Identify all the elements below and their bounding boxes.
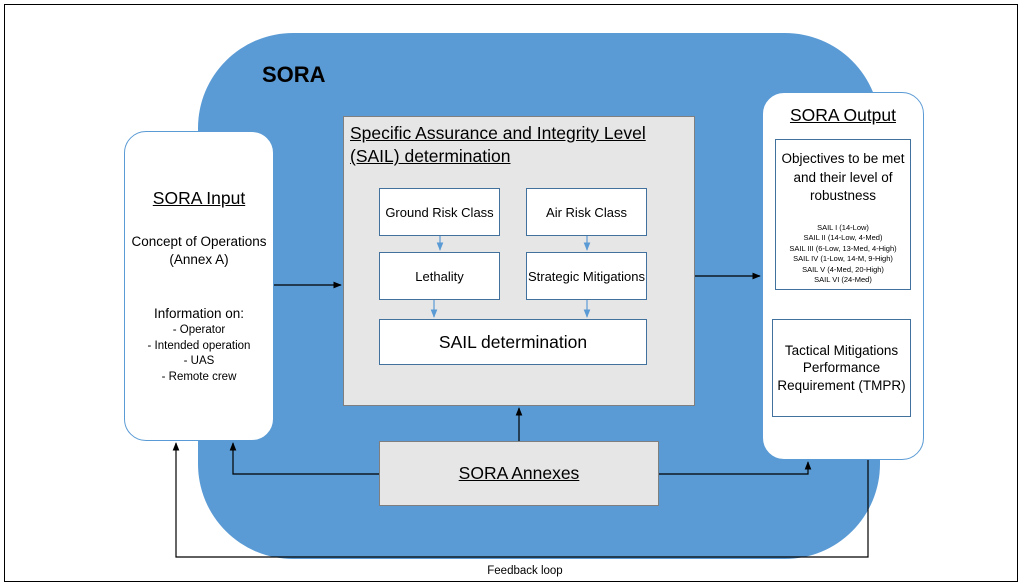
sail-level-4: SAIL IV (1-Low, 14-M, 9-High): [793, 254, 893, 264]
arrow-annexes-to-output: [659, 461, 812, 475]
sora-input-title: SORA Input: [152, 188, 246, 208]
sail-determination-box: SAIL determination: [379, 319, 647, 365]
arrow-annexes-to-input: [229, 442, 379, 475]
sail-level-3: SAIL III (6-Low, 13-Med, 4-High): [789, 243, 897, 253]
sora-title: SORA: [262, 62, 326, 87]
sail-level-6: SAIL VI (24-Med): [814, 275, 872, 285]
lethality-box: Lethality: [379, 252, 500, 300]
sail-level-1: SAIL I (14-Low): [817, 223, 869, 232]
sora-input-panel: [124, 131, 274, 441]
air-risk-class-box: Air Risk Class: [526, 188, 647, 236]
sail-panel-title: Specific Assurance and Integrity Level (…: [350, 123, 646, 166]
figure-frame: [4, 4, 1018, 582]
information-label: Information on:: [153, 306, 245, 321]
ground-risk-class-box: Ground Risk Class: [379, 188, 500, 236]
information-item-intended-operation: - Intended operation: [147, 339, 251, 352]
sail-level-2: SAIL II (14-Low, 4-Med): [803, 233, 883, 243]
objectives-text: Objectives to be met and their level of …: [781, 151, 905, 203]
feedback-loop-arrow: [172, 442, 869, 558]
information-item-uas: - UAS: [183, 355, 215, 367]
objectives-box: [775, 139, 911, 290]
information-item-remote-crew: - Remote crew: [161, 370, 237, 383]
strategic-mitigations-box: Strategic Mitigations: [526, 252, 647, 300]
information-list: - Operator - Intended operation - UAS - …: [124, 323, 274, 385]
sail-level-list: SAIL I (14-Low) SAIL II (14-Low, 4-Med) …: [775, 223, 911, 285]
sora-output-title: SORA Output: [789, 105, 897, 125]
sora-annexes-label: SORA Annexes: [458, 463, 580, 483]
sail-level-5: SAIL V (4-Med, 20-High): [802, 264, 884, 274]
concept-of-operations: Concept of Operations (Annex A): [131, 234, 267, 267]
feedback-loop-label: Feedback loop: [487, 565, 563, 577]
tmpr-box: Tactical Mitigations Performance Require…: [772, 319, 911, 417]
sora-annexes-box: [379, 441, 659, 506]
information-item-operator: - Operator: [172, 324, 226, 336]
